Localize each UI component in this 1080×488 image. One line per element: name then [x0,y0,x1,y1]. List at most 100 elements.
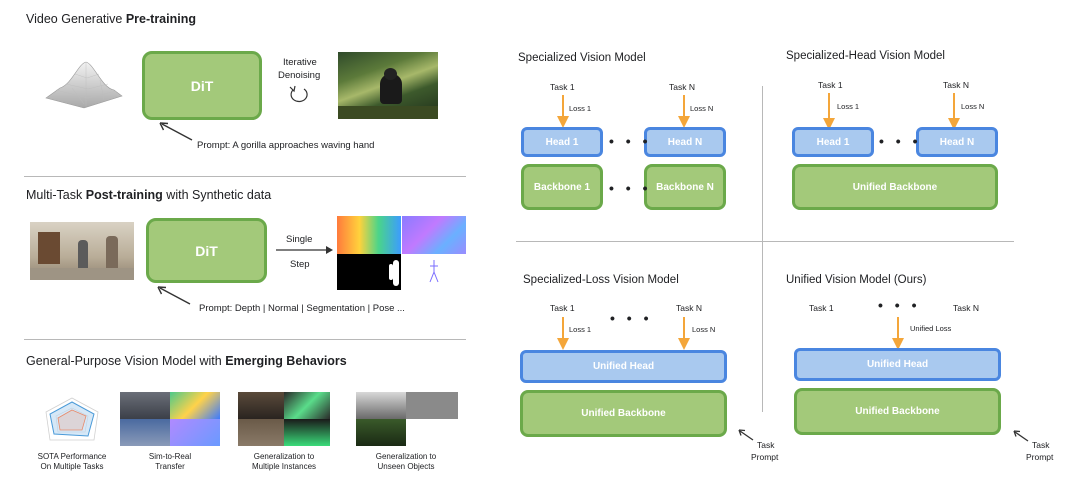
title-text: Video Generative [26,12,126,26]
q1-backbone-n: Backbone N [644,164,726,210]
q2-head-1: Head 1 [792,127,874,157]
q1-head-1: Head 1 [521,127,603,157]
pose-skeleton-icon [429,260,439,283]
q4-dots: • • • [878,297,921,313]
head-label: Unified Head [866,359,929,370]
caption-line-2: Multiple Instances [251,462,317,471]
multi-frame-1 [238,392,284,419]
q2-task1: Task 1 [818,80,843,90]
q3-task-label: Task [757,440,775,450]
caption-line-2: On Multiple Tasks [40,462,104,471]
unseen-frame-3 [356,419,406,446]
caption-line-1: SOTA Performance [37,452,107,461]
q4-title: Unified Vision Model (Ours) [786,274,927,286]
q2-lossn: Loss N [961,102,985,111]
backbone-label: Backbone 1 [533,181,591,193]
unseen-frame-4 [406,419,458,446]
loop-arrow-icon [289,85,308,103]
divider-1 [24,176,466,177]
title-text: General-Purpose Vision Model with [26,354,226,368]
q4-taskn: Task N [953,303,979,313]
dit-label: DiT [195,242,218,259]
head-label: Head N [667,136,703,148]
q3-loss1: Loss 1 [569,325,592,334]
prompt-arrow-icon [159,122,193,141]
q2-title: Specialized-Head Vision Model [786,50,945,62]
input-video-frame [30,222,134,280]
backbone-label: Unified Backbone [852,181,938,193]
title-bold: Post-training [85,188,163,202]
prompt-tasks: Prompt: Depth | Normal | Segmentation | … [199,303,405,314]
head-label: Head N [939,136,975,148]
q2-unified-backbone: Unified Backbone [792,164,998,210]
sim-frame-2 [170,392,220,419]
q4-task-prompt-arrow [1013,430,1029,442]
q3-title: Specialized-Loss Vision Model [523,274,679,286]
title-text: Multi-Task [26,188,86,202]
dit-block-posttraining: DiT [146,218,267,283]
q1-title: Specialized Vision Model [518,52,646,64]
q3-lossn: Loss N [692,325,716,334]
head-label: Unified Head [592,361,655,372]
backbone-label: Unified Backbone [855,406,940,417]
gorilla-video-frame [338,52,438,119]
section-title-pretraining: Video Generative Pre-training [26,12,196,26]
sim-frame-1 [120,392,170,419]
head-label: Head 1 [545,136,579,148]
single-step-arrow [276,246,333,254]
divider-2 [24,339,466,340]
q1-taskn: Task N [669,82,695,92]
q4-task1: Task 1 [809,303,834,313]
sim-frame-3 [120,419,170,446]
sim-frame-4 [170,419,220,446]
title-bold: Pre-training [125,12,196,26]
q3-taskn: Task N [676,303,702,313]
horizontal-divider [516,241,1014,242]
q4-task-label: Task [1032,440,1050,450]
q1-backbone-1: Backbone 1 [521,164,603,210]
multi-frame-3 [238,419,284,446]
caption-line-2: Unseen Objects [377,462,435,471]
q3-prompt-label: Prompt [751,452,779,462]
dit-label: DiT [190,77,214,94]
gaussian-surface-icon [45,61,123,109]
q3-dots: • • • [610,310,653,326]
normal-map-output [402,216,466,254]
step-label: Step [290,259,310,270]
dit-block-pretraining: DiT [142,51,262,120]
q2-taskn: Task N [943,80,969,90]
q1-lossn: Loss N [690,104,714,113]
q3-unified-backbone: Unified Backbone [520,390,727,437]
denoising-label: Denoising [278,70,321,81]
caption-line-1: Sim-to-Real [148,452,192,461]
section-title-emerging: General-Purpose Vision Model with Emergi… [26,354,347,368]
unseen-frame-1 [356,392,406,419]
backbone-label: Unified Backbone [581,408,666,419]
q1-head-n: Head N [644,127,726,157]
radar-chart-icon [45,397,99,441]
unseen-frame-2 [406,392,458,419]
prompt-gorilla: Prompt: A gorilla approaches waving hand [197,140,375,151]
q1-task1: Task 1 [550,82,575,92]
section-title-posttraining: Multi-Task Post-training with Synthetic … [26,188,271,202]
title-bold: Emerging Behaviors [225,354,347,368]
segmentation-output [337,254,401,290]
q1-loss1: Loss 1 [569,104,592,113]
caption-line-1: Generalization to [375,452,437,461]
q2-head-n: Head N [916,127,998,157]
q3-task-prompt-arrow [738,429,754,441]
caption-line-1: Generalization to [253,452,315,461]
q2-dots: • • • [879,133,922,149]
q4-unified-head: Unified Head [794,348,1001,381]
q3-unified-head: Unified Head [520,350,727,383]
multi-frame-2 [284,392,330,419]
multi-frame-4 [284,419,330,446]
head-label: Head 1 [816,136,850,148]
backbone-label: Backbone N [656,181,714,193]
caption-line-2: Transfer [155,462,185,471]
